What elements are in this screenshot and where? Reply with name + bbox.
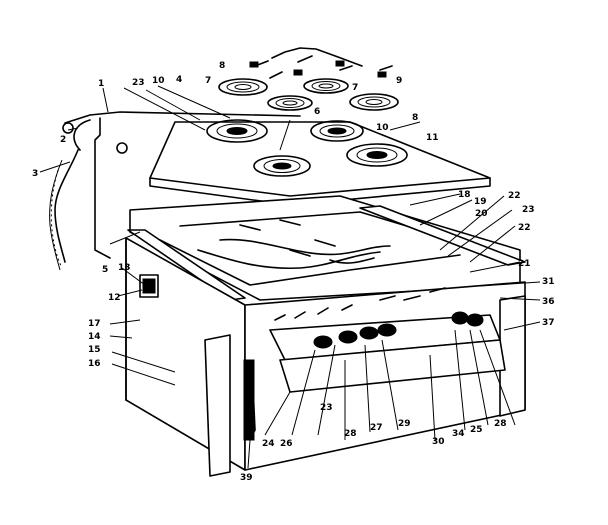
label-10b: 10 [376,123,389,133]
label-31: 31 [542,277,555,287]
label-20: 20 [475,209,488,219]
label-19: 19 [474,197,487,207]
label-12: 12 [108,293,121,303]
label-28b: 28 [494,419,507,429]
label-17: 17 [88,319,101,329]
label-6: 6 [314,107,320,117]
label-4: 4 [176,75,182,85]
label-7b: 7 [352,83,358,93]
label-24: 24 [262,439,275,449]
cooktop-top-panel [149,119,491,206]
callout-labels: 1 2 3 4 5 6 7 7 8 8 9 10 10 11 12 13 14 … [32,61,555,483]
label-34: 34 [452,429,465,439]
burner-box [127,195,526,301]
label-37: 37 [542,318,555,328]
label-23b: 23 [522,205,535,215]
label-14: 14 [88,332,101,342]
label-16: 16 [88,359,101,369]
label-1: 1 [98,79,104,89]
label-8b: 8 [412,113,418,123]
label-2: 2 [60,135,66,145]
label-29: 29 [398,419,411,429]
label-23a: 23 [132,78,145,88]
label-5: 5 [102,265,108,275]
label-39: 39 [240,473,253,483]
label-13: 13 [118,263,131,273]
label-27: 27 [370,423,383,433]
label-11: 11 [426,133,439,143]
gas-hose-assembly [49,111,301,271]
label-23c: 23 [320,403,333,413]
label-3: 3 [32,169,38,179]
label-25: 25 [470,425,483,435]
exploded-burner-heads [218,47,399,111]
control-panel [269,287,506,393]
label-22b: 22 [518,223,531,233]
label-28a: 28 [344,429,357,439]
label-36: 36 [542,297,555,307]
label-30: 30 [432,437,445,447]
leader-lines [39,85,541,469]
label-8a: 8 [219,61,225,71]
label-10a: 10 [152,76,165,86]
label-7a: 7 [205,76,211,86]
label-18: 18 [458,190,471,200]
label-21: 21 [518,259,531,269]
label-22a: 22 [508,191,521,201]
label-26: 26 [280,439,293,449]
label-15: 15 [88,345,101,355]
label-9: 9 [396,76,402,86]
